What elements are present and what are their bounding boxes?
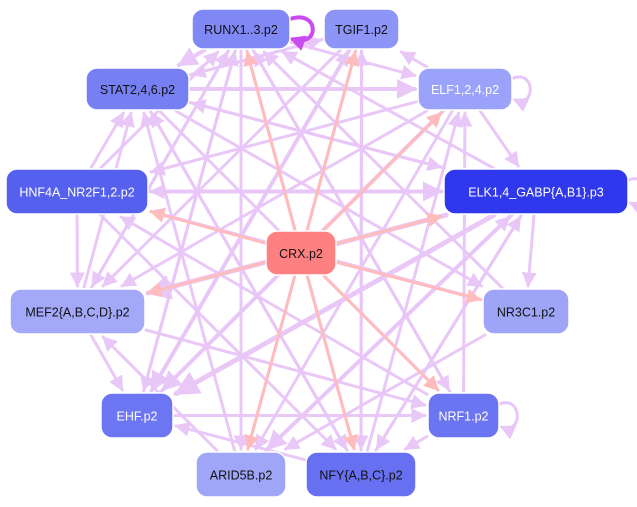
node-ehf[interactable]: EHF.p2 [100, 392, 174, 439]
node-arid-label: ARID5B.p2 [210, 469, 273, 483]
edge-elk-to-ehf [173, 212, 497, 397]
edge-arid-to-elk [264, 215, 511, 453]
edge-stat-to-nr3 [174, 109, 483, 288]
edge-nfy-to-tgif [353, 50, 369, 453]
node-arid-box [195, 451, 287, 498]
node-nfy-box [305, 451, 417, 498]
edge-hnf-to-nfy [99, 213, 337, 451]
node-nfy[interactable]: NFY{A,B,C}.p2 [305, 451, 417, 498]
node-runx-box [191, 8, 291, 50]
edge-crx-to-elf [322, 111, 443, 232]
edge-elf-to-elk [478, 109, 520, 168]
node-crx[interactable]: CRX.p2 [265, 230, 337, 276]
edge-ehf-to-tgif [149, 50, 350, 394]
edge-crx-to-nr3 [335, 260, 482, 304]
node-hnf-box [5, 168, 149, 215]
edge-elk-to-nr3 [521, 213, 537, 288]
node-arid[interactable]: ARID5B.p2 [195, 451, 287, 498]
node-nr3-label: NR3C1.p2 [497, 306, 555, 320]
edge-elk-to-stat [190, 99, 447, 170]
edge-crx-to-hnf [149, 208, 267, 245]
edge-nrf-to-elf [457, 111, 473, 394]
edge-nfy-to-ehf [174, 421, 307, 462]
node-stat-box [85, 67, 190, 111]
edge-elf-to-hnf [149, 100, 419, 176]
self-loop-elf [511, 75, 532, 112]
node-crx-label: CRX.p2 [279, 247, 323, 261]
node-elk[interactable]: ELK1,4_GABP{A,B1}.p3 [443, 168, 629, 215]
node-elf-label: ELF1,2,4.p2 [431, 83, 499, 97]
edge-nr3-to-arid [284, 333, 487, 451]
node-nr3[interactable]: NR3C1.p2 [482, 288, 570, 335]
node-hnf[interactable]: HNF4A_NR2F1,2.p2 [5, 168, 149, 215]
edge-elf-to-mef [120, 109, 429, 288]
node-crx-box [265, 230, 337, 276]
edge-nrf-to-hnf [119, 215, 429, 396]
node-ehf-label: EHF.p2 [117, 410, 158, 424]
node-mef[interactable]: MEF2{A,B,C,D}.p2 [9, 288, 146, 335]
node-elf[interactable]: ELF1,2,4.p2 [417, 67, 513, 111]
self-loop-nrf [498, 401, 519, 440]
edge-crx-to-nrf [322, 274, 440, 392]
node-runx[interactable]: RUNX1..3.p2 [191, 8, 291, 50]
node-tgif[interactable]: TGIF1.p2 [323, 8, 400, 50]
node-nrf-box [427, 392, 500, 439]
edge-crx-to-elk [335, 212, 443, 246]
node-ehf-box [100, 392, 174, 439]
edge-elk-to-runx [281, 50, 495, 170]
edge-nfy-to-elk [374, 215, 522, 453]
node-runx-label: RUNX1..3.p2 [204, 23, 278, 37]
edge-hnf-to-stat [89, 111, 125, 170]
edge-crx-to-mef [146, 260, 267, 297]
edge-crx-to-tgif [305, 50, 360, 232]
center-edges-layer [146, 50, 482, 451]
self-loop-runx [288, 15, 315, 51]
edge-nfy-to-stat [149, 111, 349, 453]
edge-runx-to-stat [176, 47, 207, 67]
node-nrf-label: NRF1.p2 [438, 410, 488, 424]
node-nrf[interactable]: NRF1.p2 [427, 392, 500, 439]
edge-elf-to-arid [254, 109, 454, 451]
node-nfy-label: NFY{A,B,C}.p2 [319, 469, 402, 483]
edge-crx-to-nfy [305, 274, 358, 451]
node-mef-box [9, 288, 146, 335]
node-stat-label: STAT2,4,6.p2 [100, 83, 175, 97]
self-loop-elk [627, 177, 637, 216]
node-elk-label: ELK1,4_GABP{A,B1}.p3 [468, 186, 604, 200]
edge-nrf-to-nfy [403, 435, 429, 451]
edge-crx-to-runx [243, 50, 297, 232]
edge-mef-to-nrf [144, 328, 427, 409]
edge-crx-to-arid [244, 274, 297, 451]
node-elk-box [443, 168, 629, 215]
edge-elf-to-tgif [399, 50, 429, 69]
edge-mef-to-ehf [89, 333, 124, 392]
node-elf-box [417, 67, 513, 111]
node-hnf-label: HNF4A_NR2F1,2.p2 [19, 186, 134, 200]
edge-nrf-to-runx [252, 50, 452, 394]
node-mef-label: MEF2{A,B,C,D}.p2 [25, 306, 129, 320]
node-stat[interactable]: STAT2,4,6.p2 [85, 67, 190, 111]
self-loops-layer [288, 15, 637, 440]
node-tgif-label: TGIF1.p2 [335, 23, 388, 37]
node-tgif-box [323, 8, 400, 50]
node-nr3-box [482, 288, 570, 335]
